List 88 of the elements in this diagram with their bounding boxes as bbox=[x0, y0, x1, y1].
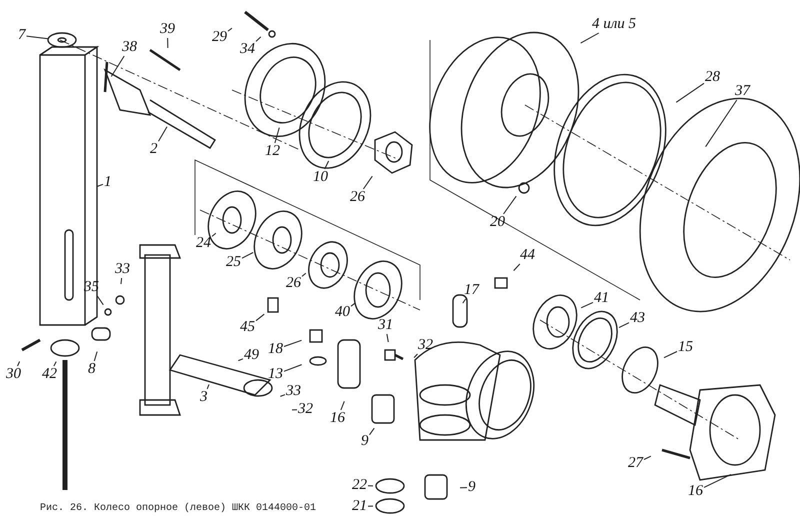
callout-number: 7 bbox=[18, 28, 26, 43]
leader-line bbox=[292, 409, 298, 410]
leader-line bbox=[368, 506, 374, 507]
callout-number: 24 bbox=[196, 236, 211, 251]
leader-line bbox=[238, 358, 244, 362]
callout-number: 32 bbox=[298, 402, 313, 417]
callout-number: 1 bbox=[104, 175, 112, 190]
leader-line bbox=[618, 322, 630, 328]
callout-number: 15 bbox=[678, 340, 693, 355]
callout-number: 9 bbox=[468, 480, 476, 495]
leader-line bbox=[284, 364, 302, 372]
callout-number: 28 bbox=[705, 70, 720, 85]
callout-number: 33 bbox=[115, 262, 130, 277]
figure-caption: Рис. 26. Колесо опорное (левое) ШКК 0144000-01 bbox=[40, 503, 316, 514]
leader-line bbox=[324, 160, 330, 170]
leader-line bbox=[368, 485, 374, 486]
callout-number: 37 bbox=[735, 84, 750, 99]
callout-number: 38 bbox=[122, 40, 137, 55]
callout-number: 45 bbox=[240, 320, 255, 335]
callout-number: 31 bbox=[378, 318, 393, 333]
callout-number: 42 bbox=[42, 367, 57, 382]
callout-number: 30 bbox=[6, 367, 21, 382]
callout-number: 33 bbox=[286, 384, 301, 399]
leader-line bbox=[26, 36, 49, 40]
callout-number: 10 bbox=[313, 170, 328, 185]
leader-line bbox=[644, 456, 652, 460]
leader-line bbox=[284, 340, 302, 347]
callout-number: 41 bbox=[594, 291, 609, 306]
leader-line bbox=[414, 354, 418, 358]
callout-number: 40 bbox=[335, 305, 350, 320]
leader-line bbox=[705, 100, 738, 148]
leader-line bbox=[460, 487, 468, 488]
leader-line bbox=[212, 232, 216, 237]
callout-number: 13 bbox=[268, 367, 283, 382]
leader-line bbox=[704, 474, 732, 488]
callout-number: 12 bbox=[265, 144, 280, 159]
leader-line bbox=[94, 351, 98, 362]
leader-line bbox=[302, 272, 306, 277]
callout-number: 44 bbox=[520, 248, 535, 263]
callout-number: 9 bbox=[361, 434, 368, 449]
leader-line bbox=[513, 264, 520, 272]
leader-line bbox=[386, 334, 389, 343]
leader-line bbox=[206, 384, 210, 390]
leader-line bbox=[110, 56, 125, 77]
leader-line bbox=[462, 298, 466, 304]
callout-number: 25 bbox=[226, 255, 241, 270]
callout-number: 20 bbox=[490, 215, 505, 230]
leader-line bbox=[158, 126, 168, 142]
leader-line bbox=[274, 127, 280, 144]
callout-number: 16 bbox=[688, 484, 703, 499]
leader-line bbox=[580, 32, 600, 44]
callout-number: 29 bbox=[212, 30, 227, 45]
leader-line bbox=[350, 302, 356, 307]
leader-line bbox=[228, 28, 232, 32]
leader-line bbox=[503, 196, 517, 214]
callout-number: 16 bbox=[330, 411, 345, 426]
leader-line bbox=[256, 314, 265, 322]
callout-number: 26 bbox=[286, 276, 301, 291]
callout-number: 21 bbox=[352, 499, 367, 514]
callout-number: 3 bbox=[200, 390, 208, 405]
leader-line bbox=[96, 184, 104, 187]
callout-number: 39 bbox=[160, 22, 175, 37]
leader-line bbox=[256, 36, 262, 42]
callout-number: 49 bbox=[244, 348, 259, 363]
callout-number: 22 bbox=[352, 478, 367, 493]
callout-number: 26 bbox=[350, 190, 365, 205]
leader-line bbox=[53, 361, 57, 366]
callout-number: 2 bbox=[150, 142, 158, 157]
leader-line bbox=[676, 82, 704, 103]
callout-number: 18 bbox=[268, 342, 283, 357]
callout-number: 17 bbox=[464, 283, 479, 298]
leader-line bbox=[120, 278, 122, 285]
leader-line bbox=[362, 176, 373, 190]
leader-line bbox=[340, 400, 345, 410]
leader-line bbox=[242, 252, 254, 259]
callout-number: 27 bbox=[628, 456, 643, 471]
leader-line bbox=[664, 351, 678, 358]
callout-number: 32 bbox=[418, 338, 433, 353]
leader-line bbox=[280, 394, 286, 397]
callout-number: 34 bbox=[240, 42, 255, 57]
callout-number: 8 bbox=[88, 362, 96, 377]
leader-line bbox=[17, 361, 20, 366]
leader-line bbox=[167, 38, 168, 48]
callout-number: 43 bbox=[630, 311, 645, 326]
leader-line bbox=[580, 302, 594, 308]
callout-number: 4 или 5 bbox=[592, 17, 636, 32]
leader-line bbox=[96, 296, 104, 306]
leader-line bbox=[369, 428, 375, 436]
